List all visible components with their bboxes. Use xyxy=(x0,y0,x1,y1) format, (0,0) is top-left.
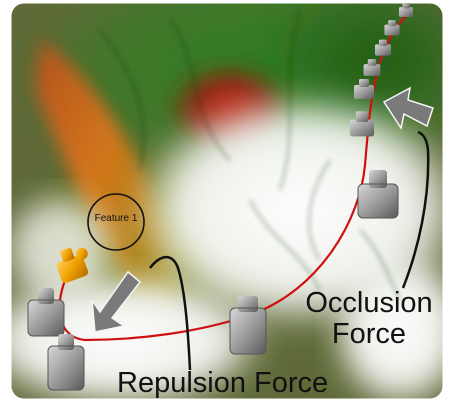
occlusion-leader-line xyxy=(401,130,430,289)
repulsion-force-label: Repulsion Force xyxy=(117,367,329,399)
occlusion-force-label: Occlusion Force xyxy=(294,287,444,351)
feature-1-label: Feature 1 xyxy=(94,213,138,224)
occlusion-force-label-line2: Force xyxy=(331,318,407,351)
frame-border xyxy=(8,0,446,402)
repulsion-leader-line xyxy=(149,255,192,371)
feature-1-outline xyxy=(87,193,145,251)
occlusion-force-label-line1: Occlusion xyxy=(305,287,433,319)
camera-viewpoints xyxy=(27,2,413,391)
repulsion-force-arrow xyxy=(91,270,142,333)
occlusion-force-arrow xyxy=(382,86,434,130)
